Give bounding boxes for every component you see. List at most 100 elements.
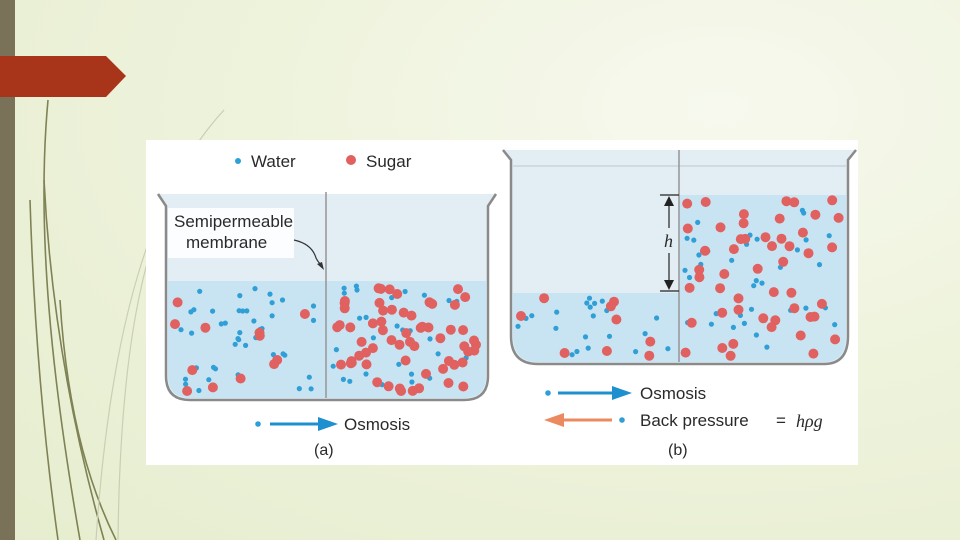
sugar-molecule xyxy=(700,246,710,256)
water-molecule xyxy=(592,301,597,306)
sugar-molecule xyxy=(739,218,749,228)
water-molecule xyxy=(709,322,714,327)
sugar-molecule xyxy=(681,348,691,358)
sugar-molecule xyxy=(606,301,616,311)
sugar-molecule xyxy=(357,337,367,347)
water-molecule xyxy=(409,379,414,384)
water-molecule xyxy=(687,275,692,280)
water-molecule xyxy=(754,332,759,337)
water-molecule xyxy=(804,237,809,242)
sugar-molecule xyxy=(396,386,406,396)
sugar-molecule xyxy=(734,293,744,303)
sugar-molecule xyxy=(827,195,837,205)
sugar-molecule xyxy=(539,293,549,303)
sugar-molecule xyxy=(810,312,820,322)
water-molecule xyxy=(189,331,194,336)
sugar-molecule xyxy=(182,386,192,396)
sugar-molecule xyxy=(729,244,739,254)
sugar-molecule xyxy=(469,336,479,346)
sugar-molecule xyxy=(767,322,777,332)
sugar-molecule xyxy=(427,299,437,309)
back-pressure-label: Back pressure xyxy=(640,411,749,430)
legend: Water Sugar xyxy=(235,152,412,171)
sugar-molecule xyxy=(777,234,787,244)
water-molecule xyxy=(210,309,215,314)
osmosis-label-b: Osmosis xyxy=(640,384,706,403)
sugar-molecule xyxy=(401,356,411,366)
water-molecule xyxy=(764,345,769,350)
sugar-molecule xyxy=(728,339,738,349)
water-molecule xyxy=(233,342,238,347)
caption-a: (a) xyxy=(314,442,334,459)
water-molecule xyxy=(803,306,808,311)
sugar-molecule xyxy=(453,284,463,294)
sugar-molecule xyxy=(516,311,526,321)
sugar-molecule xyxy=(778,257,788,267)
water-molecule xyxy=(574,349,579,354)
height-label: h xyxy=(664,231,673,251)
sugar-molecule xyxy=(458,382,468,392)
sugar-molecule xyxy=(368,318,378,328)
sugar-molecule xyxy=(717,343,727,353)
water-molecule xyxy=(691,238,696,243)
water-molecule xyxy=(682,268,687,273)
sugar-molecule xyxy=(460,292,470,302)
back-pressure-equals: = xyxy=(776,411,786,430)
water-molecule xyxy=(584,300,589,305)
water-molecule xyxy=(554,310,559,315)
sugar-molecule xyxy=(683,224,693,234)
water-molecule xyxy=(695,220,700,225)
sugar-molecule xyxy=(687,318,697,328)
water-molecule xyxy=(754,278,759,283)
sugar-molecule xyxy=(414,383,424,393)
water-molecule xyxy=(515,324,520,329)
legend-sugar-label: Sugar xyxy=(366,152,412,171)
water-molecule xyxy=(832,322,837,327)
arrow-water-dot xyxy=(255,421,261,427)
water-molecule xyxy=(553,326,558,331)
sugar-molecule xyxy=(701,197,711,207)
red-dot-icon xyxy=(346,155,356,165)
sugar-molecule xyxy=(469,346,479,356)
osmosis-figure: Water Sugar Semipermeable membrane Osmos… xyxy=(146,140,858,465)
water-molecule xyxy=(587,296,592,301)
water-molecule xyxy=(178,327,183,332)
sugar-molecule xyxy=(834,213,844,223)
sugar-molecule xyxy=(187,365,197,375)
sugar-molecule xyxy=(810,210,820,220)
water-molecule xyxy=(243,343,248,348)
sugar-molecule xyxy=(300,309,310,319)
water-molecule xyxy=(240,308,245,313)
water-molecule xyxy=(729,258,734,263)
water-molecule xyxy=(235,336,240,341)
water-molecule xyxy=(395,323,400,328)
sugar-molecule xyxy=(372,377,382,387)
arrow-right-icon xyxy=(318,417,338,431)
water-molecule xyxy=(654,315,659,320)
sugar-molecule xyxy=(376,317,386,327)
water-molecule xyxy=(633,349,638,354)
water-molecule xyxy=(749,307,754,312)
water-molecule xyxy=(309,386,314,391)
water-molecule xyxy=(751,283,756,288)
sugar-molecule xyxy=(449,360,459,370)
water-molecule xyxy=(267,292,272,297)
sugar-molecule xyxy=(444,378,454,388)
sugar-molecule xyxy=(236,374,246,384)
water-molecule xyxy=(588,305,593,310)
accent-tab xyxy=(0,56,126,97)
sugar-molecule xyxy=(200,323,210,333)
sugar-molecule xyxy=(208,382,218,392)
water-molecule xyxy=(759,281,764,286)
sugar-molecule xyxy=(345,322,355,332)
sugar-molecule xyxy=(384,381,394,391)
sugar-molecule xyxy=(694,272,704,282)
sugar-molecule xyxy=(808,349,818,359)
water-molecule xyxy=(731,325,736,330)
water-molecule xyxy=(529,313,534,318)
water-molecule xyxy=(665,346,670,351)
water-molecule xyxy=(270,300,275,305)
sugar-molecule xyxy=(685,283,695,293)
sugar-molecule xyxy=(719,269,729,279)
water-molecule xyxy=(270,313,275,318)
